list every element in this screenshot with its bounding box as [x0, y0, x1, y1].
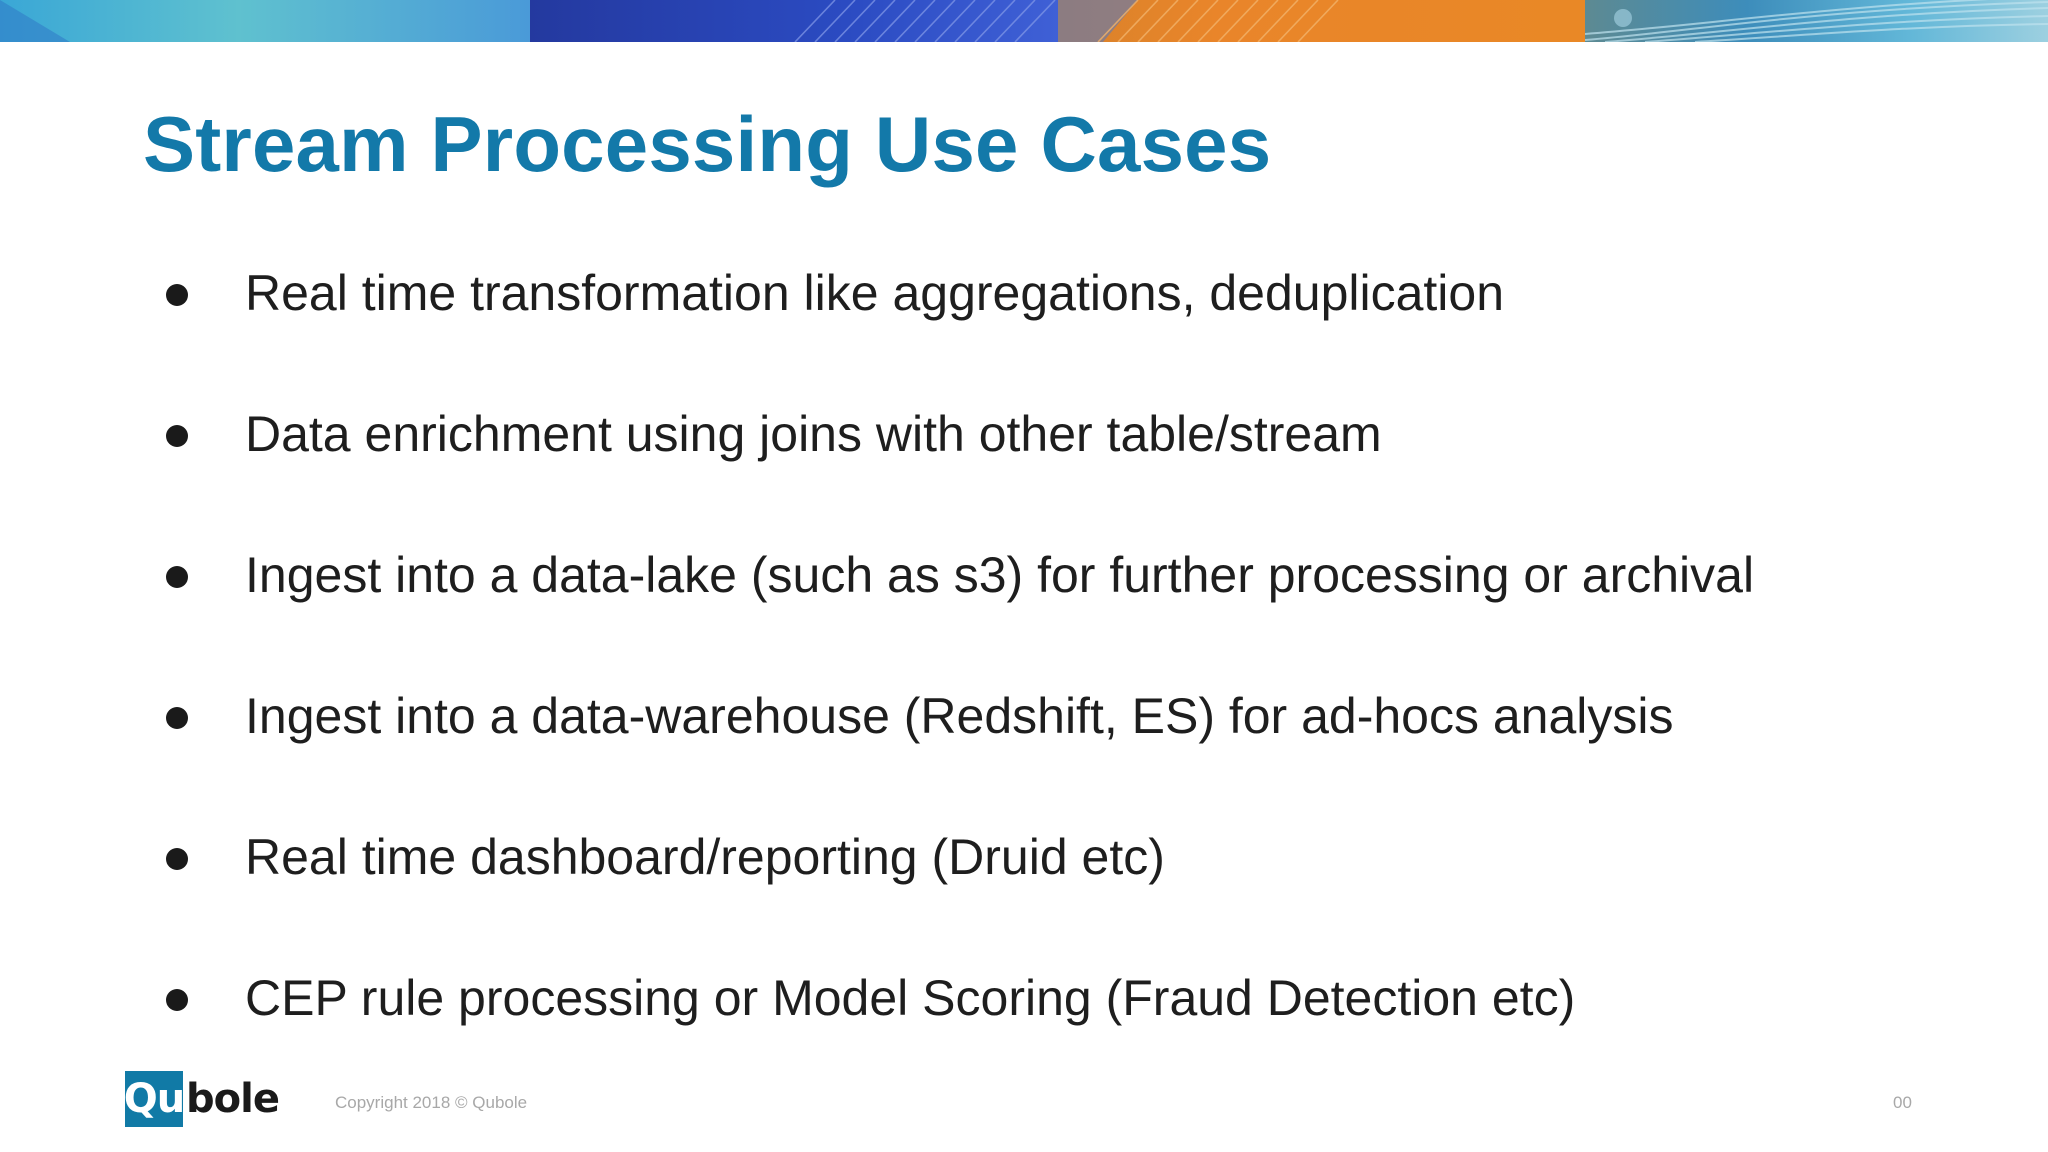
- bullet-text: Real time transformation like aggregatio…: [245, 265, 1505, 321]
- banner-segment-navy: [530, 0, 1058, 42]
- logo-text: bole: [186, 1076, 280, 1122]
- bullet-dot-icon: [166, 566, 188, 588]
- banner-segment-orange: [1058, 0, 1585, 42]
- page-number: 00: [1893, 1093, 1912, 1112]
- bullet-text: Ingest into a data-lake (such as s3) for…: [245, 547, 1755, 603]
- bullet-item: Ingest into a data-warehouse (Redshift, …: [0, 681, 2048, 751]
- bullet-item: Data enrichment using joins with other t…: [0, 399, 2048, 469]
- slide-title: Stream Processing Use Cases: [143, 100, 1272, 188]
- bullet-dot-icon: [166, 425, 188, 447]
- logo-boxed-text: Qu: [124, 1071, 185, 1127]
- bullet-dot-icon: [166, 284, 188, 306]
- bullet-text: CEP rule processing or Model Scoring (Fr…: [245, 970, 1576, 1026]
- bullet-item: Ingest into a data-lake (such as s3) for…: [0, 540, 2048, 610]
- banner-triangle-shape: [0, 0, 70, 42]
- bullet-dot-icon: [166, 848, 188, 870]
- bullet-text: Data enrichment using joins with other t…: [245, 406, 1382, 462]
- bullet-item: Real time dashboard/reporting (Druid etc…: [0, 822, 2048, 892]
- banner-segment-teal: [0, 0, 530, 42]
- banner-diagonal-stripes: [794, 0, 1056, 42]
- bullet-dot-icon: [166, 707, 188, 729]
- bullet-text: Real time dashboard/reporting (Druid etc…: [245, 829, 1165, 885]
- bullet-item: Real time transformation like aggregatio…: [0, 258, 2048, 328]
- bullet-dot-icon: [166, 989, 188, 1011]
- banner-orange-stripes: [1058, 0, 1339, 42]
- bullet-text: Ingest into a data-warehouse (Redshift, …: [245, 688, 1674, 744]
- banner-segment-swirl: [1585, 0, 2048, 42]
- banner-swirl-lines: [1585, 0, 2048, 42]
- copyright-notice: Copyright 2018 © Qubole: [335, 1093, 528, 1112]
- qubole-logo: Qu bole: [124, 1071, 280, 1127]
- top-banner: [0, 0, 2048, 42]
- bullet-item: CEP rule processing or Model Scoring (Fr…: [0, 963, 2048, 1033]
